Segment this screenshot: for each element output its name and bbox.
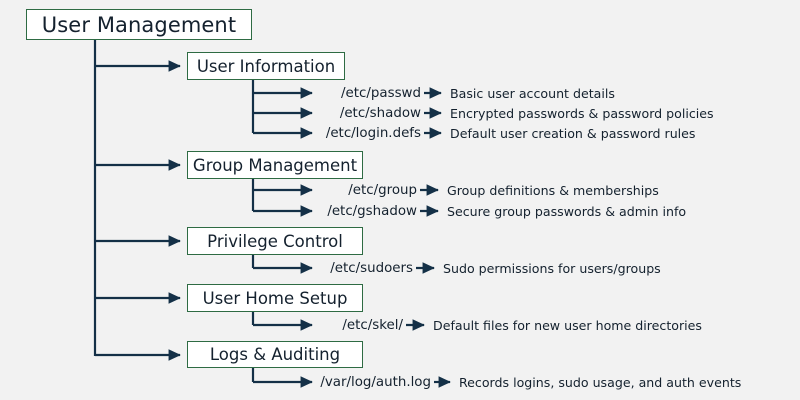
node-logs-auditing[interactable]: Logs & Auditing	[187, 341, 363, 368]
leaf-path-etc-group[interactable]: /etc/group	[316, 182, 417, 199]
leaf-path-label: /etc/group	[348, 183, 417, 198]
leaf-path-etc-shadow[interactable]: /etc/shadow	[316, 105, 421, 122]
leaf-desc-var-log-auth-log: Records logins, sudo usage, and auth eve…	[459, 374, 741, 391]
leaf-desc-label: Basic user account details	[450, 86, 615, 101]
leaf-desc-etc-passwd: Basic user account details	[450, 85, 615, 102]
subtrunk-user-home-setup	[251, 312, 313, 331]
leaf-desc-label: Records logins, sudo usage, and auth eve…	[459, 375, 742, 390]
node-user-information[interactable]: User Information	[187, 52, 345, 80]
leaf-desc-etc-sudoers: Sudo permissions for users/groups	[443, 260, 661, 277]
leaf-desc-etc-login-defs: Default user creation & password rules	[450, 125, 696, 142]
node-user-home-setup[interactable]: User Home Setup	[187, 284, 363, 312]
leaf-desc-etc-group: Group definitions & memberships	[447, 182, 659, 199]
leaf-path-label: /etc/gshadow	[327, 204, 417, 219]
leaf-desc-etc-gshadow: Secure group passwords & admin info	[447, 203, 686, 220]
subtrunk-group-management	[251, 178, 313, 217]
node-label: User Management	[41, 12, 237, 37]
leaf-path-etc-login-defs[interactable]: /etc/login.defs	[316, 125, 421, 142]
node-group-management[interactable]: Group Management	[187, 151, 363, 179]
leaf-path-etc-sudoers[interactable]: /etc/sudoers	[316, 260, 413, 277]
leaf-path-label: /etc/shadow	[339, 106, 421, 121]
leaf-path-label: /etc/skel/	[342, 318, 403, 333]
leaf-desc-etc-skel: Default files for new user home director…	[433, 317, 702, 334]
node-label: Privilege Control	[207, 231, 343, 251]
node-user-management[interactable]: User Management	[26, 9, 252, 40]
leaf-path-etc-gshadow[interactable]: /etc/gshadow	[316, 203, 417, 220]
node-label: User Home Setup	[202, 288, 348, 308]
leaf-path-label: /etc/passwd	[341, 86, 421, 101]
leaf-desc-label: Secure group passwords & admin info	[447, 204, 687, 219]
node-label: Logs & Auditing	[209, 345, 341, 364]
node-privilege-control[interactable]: Privilege Control	[187, 227, 363, 255]
leaf-desc-label: Default files for new user home director…	[433, 318, 702, 333]
leaf-desc-label: Encrypted passwords & password policies	[450, 106, 714, 121]
subtrunk-privilege-control	[251, 254, 313, 274]
leaf-path-label: /var/log/auth.log	[320, 375, 431, 390]
node-label: Group Management	[192, 155, 358, 175]
leaf-path-label: /etc/login.defs	[325, 126, 421, 141]
leaf-desc-label: Sudo permissions for users/groups	[443, 261, 661, 276]
leaf-path-label: /etc/sudoers	[330, 261, 413, 276]
leaf-path-var-log-auth-log[interactable]: /var/log/auth.log	[316, 374, 431, 391]
node-label: User Information	[196, 56, 336, 76]
subtrunk-user-information	[251, 80, 313, 139]
leaf-desc-label: Default user creation & password rules	[450, 126, 696, 141]
leaf-desc-etc-shadow: Encrypted passwords & password policies	[450, 105, 714, 122]
leaf-path-etc-skel[interactable]: /etc/skel/	[316, 317, 403, 334]
subtrunk-logs-auditing	[251, 367, 313, 388]
leaf-desc-label: Group definitions & memberships	[447, 183, 659, 198]
leaf-path-etc-passwd[interactable]: /etc/passwd	[316, 85, 421, 102]
